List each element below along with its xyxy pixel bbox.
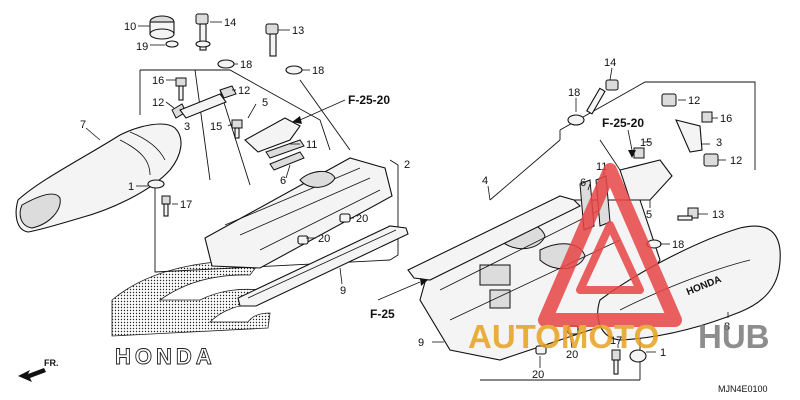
callout-11-left: 11 (306, 139, 317, 151)
reference-label-f2520-right: F-25-20 (602, 116, 644, 130)
leader-lines (85, 21, 729, 368)
callout-10: 10 (124, 21, 136, 33)
washer-18a (217, 59, 235, 69)
callout-18-b: 18 (312, 65, 324, 77)
callout-15-right: 15 (640, 137, 652, 149)
head-cover-2 (204, 157, 393, 269)
callout-18-d: 18 (672, 239, 684, 251)
callout-4: 4 (482, 175, 488, 187)
watermark-text-automoto: AUTOMOTO (468, 318, 659, 355)
bolt-13-left (265, 23, 279, 57)
callout-12-b: 12 (238, 85, 250, 97)
automotohub-watermark: AUTOMOTO HUB (468, 163, 770, 355)
bracket-3-right (675, 119, 703, 153)
grommet-1-right (629, 349, 647, 363)
callout-14-right: 14 (604, 57, 616, 69)
callout-1-right: 1 (660, 347, 666, 359)
bolt-13-right (677, 207, 699, 221)
bolt-14-right (586, 79, 619, 115)
callout-20-d: 20 (532, 369, 544, 381)
breather-5-left (244, 117, 301, 153)
callout-20-c: 20 (566, 349, 578, 361)
bracket-3-left (179, 93, 227, 119)
watermark-triangle-logo (538, 163, 682, 327)
side-cover-right: HONDA (597, 225, 781, 341)
washer-18b (285, 65, 303, 75)
front-arrow-label: FR. (44, 358, 59, 368)
callout-3-right: 3 (716, 137, 722, 149)
callout-5-right: 5 (646, 209, 652, 221)
honda-wing-logo: HONDA (111, 260, 271, 369)
gasket-9-right (407, 195, 581, 281)
bolt-14-left (195, 13, 211, 51)
callout-16-right: 16 (720, 113, 732, 125)
bolt-16-right (701, 111, 713, 123)
callout-16-left: 16 (152, 75, 164, 87)
callout-12-d: 12 (730, 155, 742, 167)
plug-20d (535, 345, 547, 355)
callout-5-left: 5 (262, 97, 268, 109)
reference-label-f25: F-25 (370, 307, 395, 321)
washer-18c (567, 114, 585, 126)
callout-13-right: 13 (712, 209, 724, 221)
callout-3-left: 3 (184, 121, 190, 133)
reference-arrow-f2520-left (292, 99, 346, 124)
plug-20b (297, 235, 309, 245)
callout-12-c: 12 (688, 95, 700, 107)
bolt-17-left (161, 195, 171, 217)
bolt-15-right (633, 147, 645, 159)
reference-arrow-f2520-right (627, 129, 636, 158)
plug-20a (339, 213, 351, 223)
callout-labels: 10 19 14 13 18 18 16 12 12 3 5 15 7 11 6… (80, 17, 742, 381)
grommet-1-left (147, 179, 165, 189)
drawing-code: MJN4E0100 (718, 384, 768, 394)
reference-label-f2520-left: F-25-20 (348, 93, 390, 107)
grommet-12b (219, 85, 237, 99)
callout-15-left: 15 (210, 121, 222, 133)
gasket-6-left (269, 151, 305, 171)
callout-12-a: 12 (152, 97, 164, 109)
gasket-11-left (265, 139, 305, 159)
callout-13-left: 13 (292, 25, 304, 37)
callout-20-a: 20 (356, 213, 368, 225)
callout-19: 19 (136, 41, 148, 53)
gasket-9-left (237, 225, 409, 307)
callout-20-b: 20 (318, 233, 330, 245)
oil-filler-cap (149, 15, 175, 40)
callout-17-left: 17 (180, 199, 192, 211)
callout-14-left: 14 (224, 17, 236, 29)
watermark-text-hub: HUB (698, 318, 770, 355)
callout-6-right: 6 (580, 177, 586, 189)
callout-17-right: 17 (610, 335, 622, 347)
bolt-17-right (611, 349, 621, 375)
reference-arrow-f25 (377, 278, 428, 301)
callout-18-a: 18 (240, 59, 252, 71)
grommet-12c (661, 93, 677, 107)
honda-wordmark-left: HONDA (115, 344, 216, 369)
callout-11-right: 11 (596, 161, 607, 173)
grommet-12d (703, 153, 719, 167)
callout-8: 8 (724, 321, 730, 333)
front-direction-arrow: FR. (18, 358, 59, 382)
callout-9-left: 9 (340, 285, 346, 297)
side-cover-left (15, 123, 182, 233)
callout-7: 7 (80, 119, 86, 131)
o-ring-19 (165, 40, 179, 48)
callout-18-c: 18 (568, 87, 580, 99)
callout-6-left: 6 (280, 175, 286, 187)
bolt-15-left (231, 119, 243, 139)
callout-9-right: 9 (418, 337, 424, 349)
callout-1-left: 1 (128, 181, 134, 193)
callout-2: 2 (404, 159, 410, 171)
bolt-16-left (175, 77, 187, 101)
